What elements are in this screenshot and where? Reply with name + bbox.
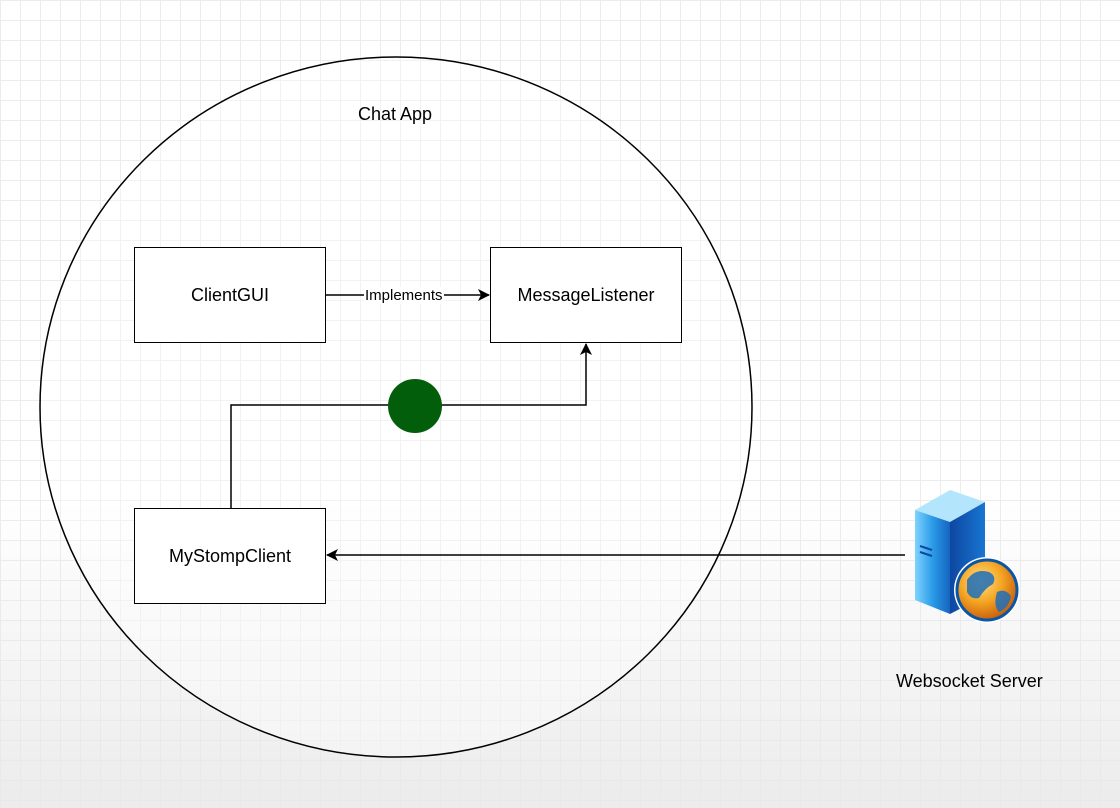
edge-label-implements: Implements [364,287,444,304]
node-label: ClientGUI [190,284,270,305]
globe-continent [967,571,995,599]
globe-continent [995,590,1011,612]
node-label: MyStompClient [168,545,292,566]
node-websocket-server-label: Websocket Server [896,671,1043,691]
connector-marker-dot[interactable] [388,379,442,433]
server-slot [919,551,933,557]
server-front [915,510,950,614]
node-label: MessageListener [517,284,655,305]
web-server-icon[interactable] [905,488,1025,628]
node-client-gui[interactable]: ClientGUI [134,247,326,343]
server-slot [919,545,933,551]
globe [955,558,1019,622]
node-my-stomp-client[interactable]: MyStompClient [134,508,326,604]
node-message-listener[interactable]: MessageListener [490,247,682,343]
server-top [915,490,985,522]
container-title: Chat App [358,104,433,124]
